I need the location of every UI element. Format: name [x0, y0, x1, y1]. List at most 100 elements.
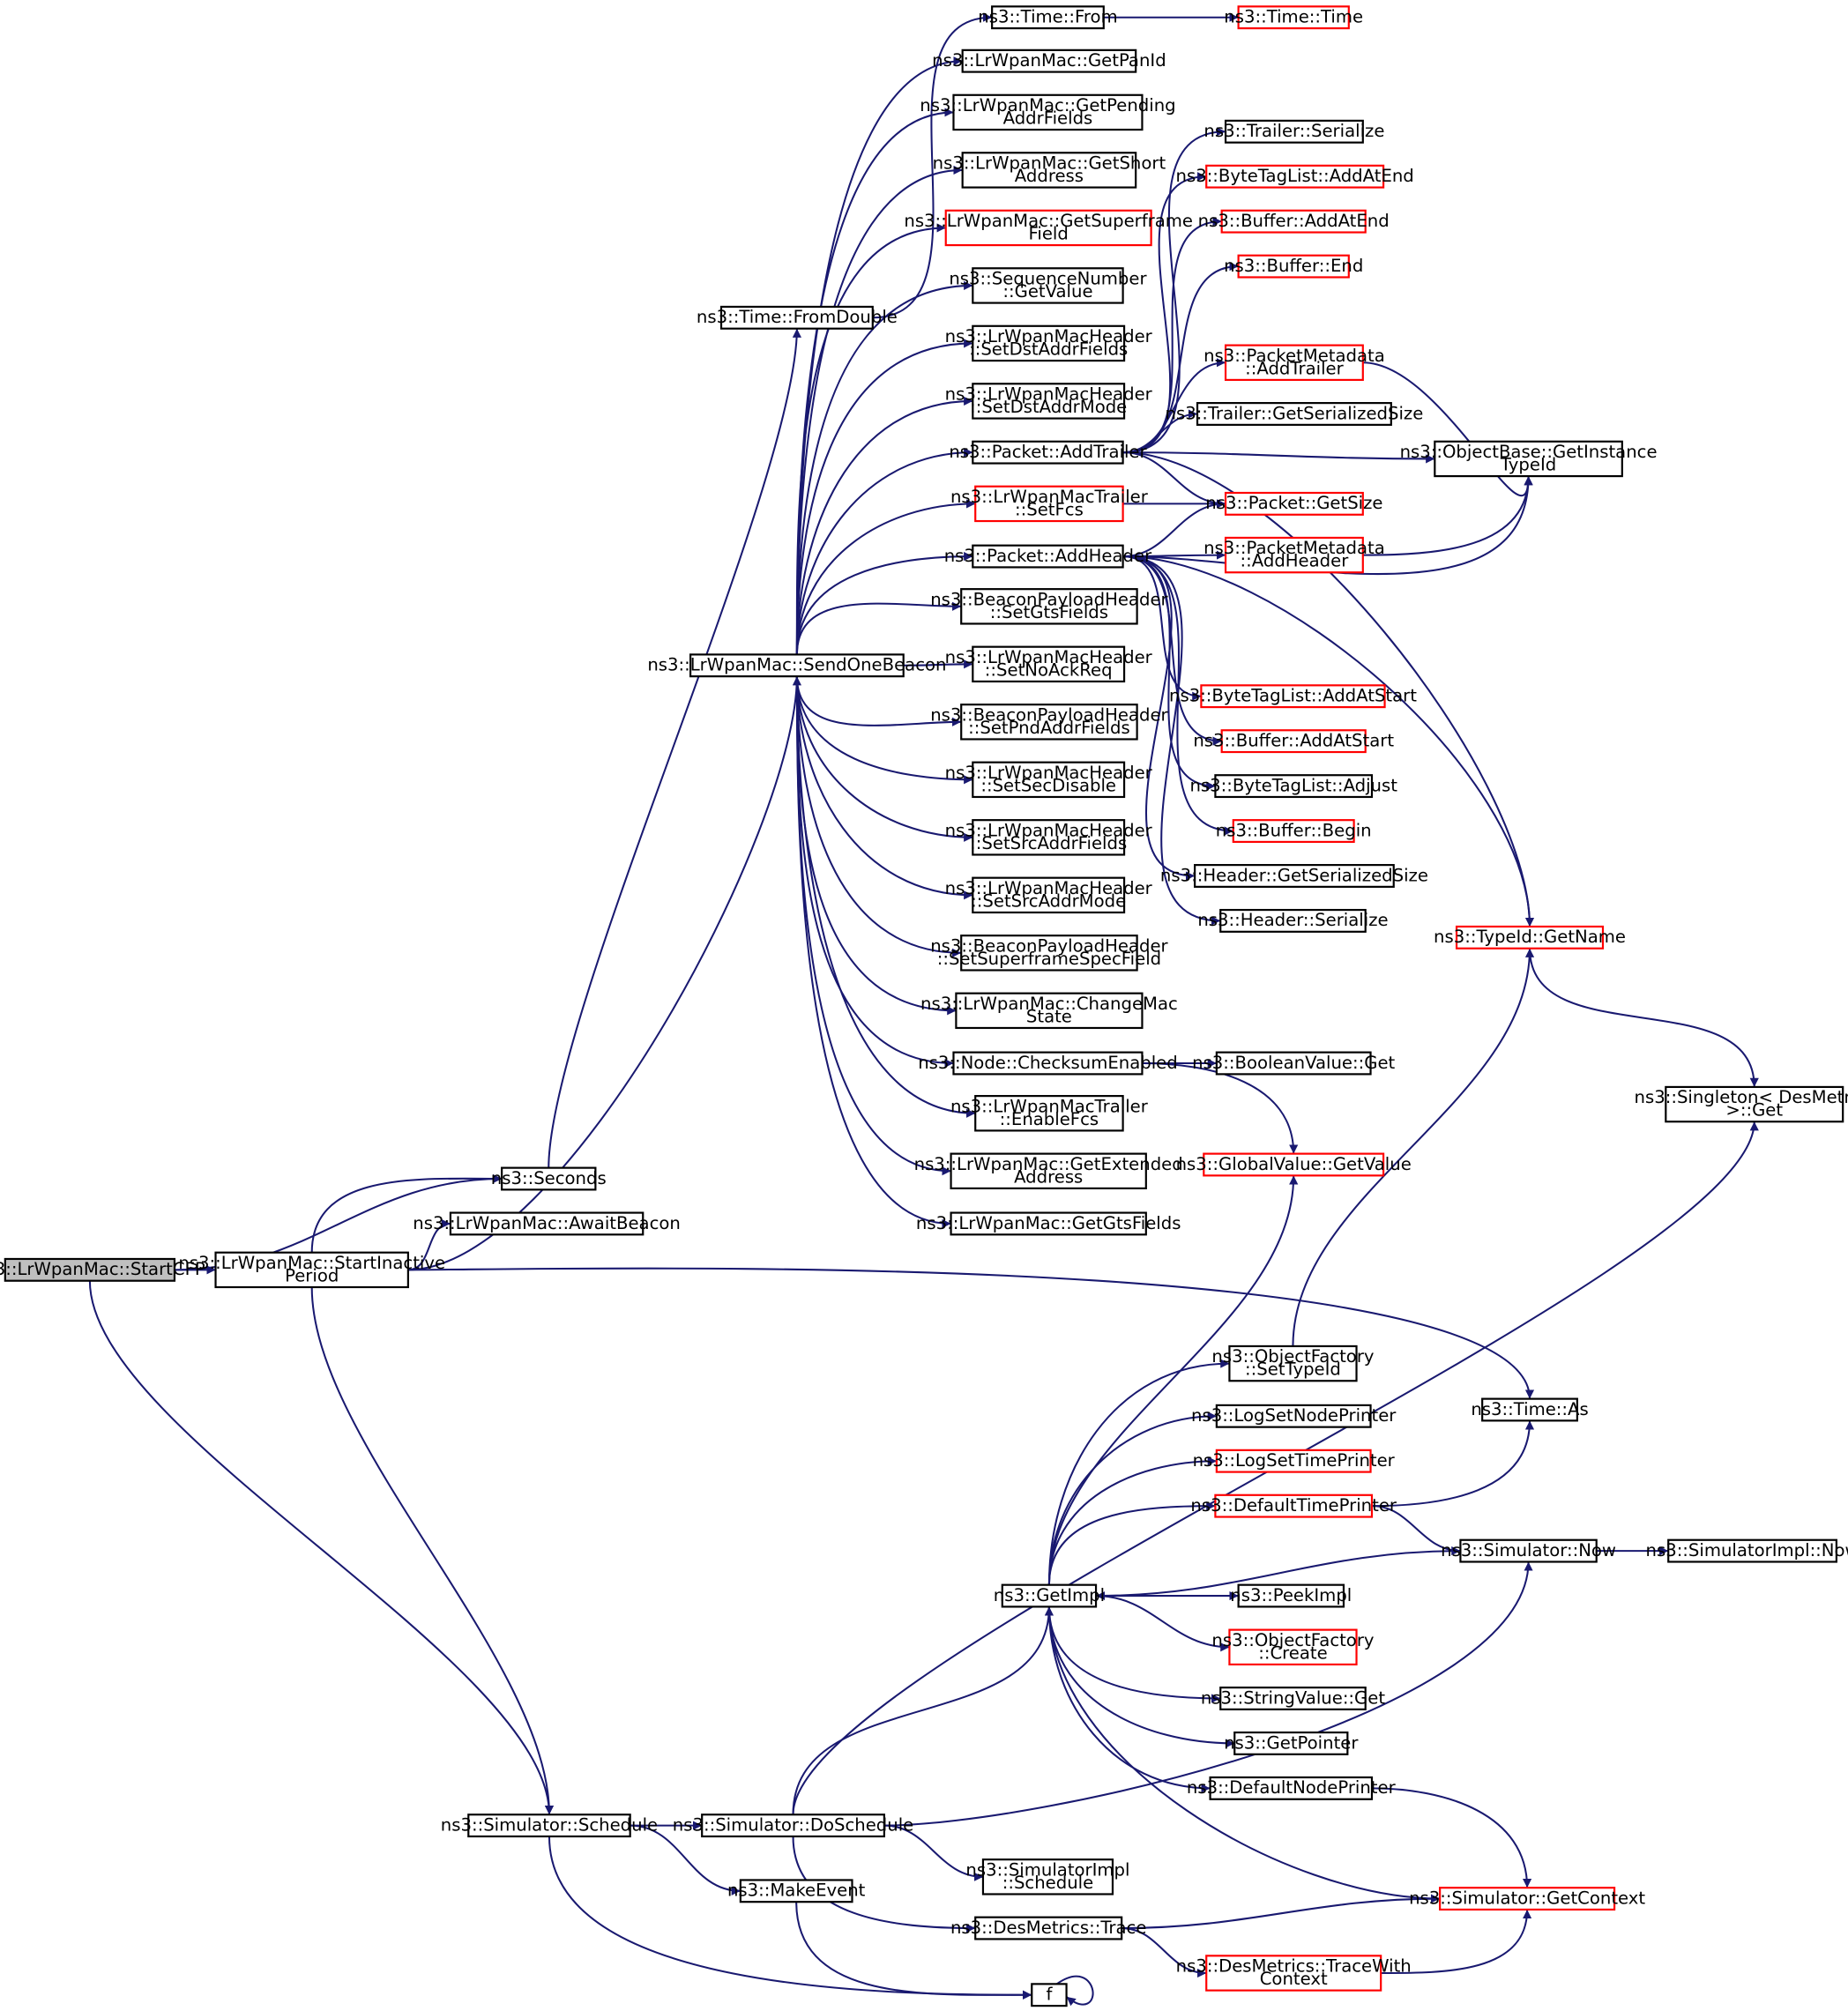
node-setdstaddrfields[interactable]: ns3::LrWpanMacHeader::SetDstAddrFields — [945, 324, 1153, 362]
node-seqgetvalue[interactable]: ns3::SequenceNumber::GetValue — [949, 267, 1147, 304]
node-typeidgetname[interactable]: ns3::TypeId::GetName — [1434, 925, 1626, 950]
node-objfactorysettypeid[interactable]: ns3::ObjectFactory::SetTypeId — [1211, 1344, 1375, 1382]
node-timeas[interactable]: ns3::Time::As — [1471, 1397, 1589, 1422]
node-fromdouble[interactable]: ns3::Time::FromDouble — [697, 305, 898, 330]
edge-checksumenabled-to-globalgetvalue — [1142, 1061, 1299, 1154]
node-box — [1237, 1583, 1345, 1608]
node-label: ns3::Trailer::Serialize — [1203, 121, 1384, 141]
node-label: ns3::LrWpanMacHeader — [945, 878, 1153, 898]
node-box — [1665, 1085, 1844, 1123]
node-bytetagaddatstart[interactable]: ns3::ByteTagList::AddAtStart — [1169, 684, 1417, 709]
node-box — [960, 935, 1138, 972]
edge-addtrailer-to-bufferend — [1122, 262, 1239, 454]
node-globalgetvalue[interactable]: ns3::GlobalValue::GetValue — [1176, 1152, 1412, 1177]
node-startcfp[interactable]: ns3::LrWpanMac::StartCFP — [0, 1257, 205, 1282]
node-seconds[interactable]: ns3::Seconds — [491, 1166, 607, 1191]
node-f[interactable]: f — [1031, 1983, 1068, 2007]
node-getpanid[interactable]: ns3::LrWpanMac::GetPanId — [932, 48, 1166, 73]
node-metaaddheader[interactable]: ns3::PacketMetadata::AddHeader — [1203, 536, 1385, 574]
node-addtrailer[interactable]: ns3::Packet::AddTrailer — [949, 440, 1147, 465]
node-box — [1455, 925, 1605, 950]
node-timetime[interactable]: ns3::Time::Time — [1224, 5, 1363, 30]
node-box — [955, 992, 1144, 1030]
node-defaulttimeprinter[interactable]: ns3::DefaultTimePrinter — [1190, 1493, 1397, 1518]
node-logsetnodeprinter[interactable]: ns3::LogSetNodePrinter — [1191, 1404, 1397, 1428]
node-bytetagaddatend[interactable]: ns3::ByteTagList::AddAtEnd — [1176, 164, 1414, 189]
node-simschedule[interactable]: ns3::Simulator::Schedule — [441, 1814, 658, 1838]
node-trailerserialize[interactable]: ns3::Trailer::Serialize — [1203, 119, 1384, 144]
node-box — [1224, 344, 1364, 382]
node-defaultnodeprinter[interactable]: ns3::DefaultNodePrinter — [1187, 1776, 1397, 1800]
node-headerserialize[interactable]: ns3::Header::Serialize — [1197, 908, 1389, 933]
edge-simdoschedule-to-simimplschedule — [883, 1824, 983, 1881]
node-bufferaddatend[interactable]: ns3::Buffer::AddAtEnd — [1198, 209, 1390, 234]
node-getpointer[interactable]: ns3::GetPointer — [1224, 1731, 1359, 1755]
node-box — [960, 704, 1138, 741]
node-bufferbegin[interactable]: ns3::Buffer::Begin — [1216, 819, 1372, 844]
node-objfactorycreate[interactable]: ns3::ObjectFactory::Create — [1211, 1628, 1375, 1666]
node-awaitbeacon[interactable]: ns3::LrWpanMac::AwaitBeacon — [413, 1211, 681, 1236]
node-setnoackreq[interactable]: ns3::LrWpanMacHeader::SetNoAckReq — [945, 645, 1153, 683]
node-addheader[interactable]: ns3::Packet::AddHeader — [944, 544, 1152, 569]
node-checksumenabled[interactable]: ns3::Node::ChecksumEnabled — [918, 1051, 1178, 1076]
node-setsecdisable[interactable]: ns3::LrWpanMacHeader::SetSecDisable — [945, 761, 1153, 799]
edge-seconds-to-fromdouble — [548, 328, 801, 1168]
node-getimpl[interactable]: ns3::GetImpl — [994, 1583, 1105, 1608]
node-makeevent[interactable]: ns3::MakeEvent — [727, 1879, 866, 1903]
node-sendonebeacon[interactable]: ns3::LrWpanMac::SendOneBeacon — [647, 653, 946, 678]
node-setfcs[interactable]: ns3::LrWpanMacTrailer::SetFcs — [950, 485, 1149, 523]
node-bytetagadjust[interactable]: ns3::ByteTagList::Adjust — [1189, 774, 1397, 799]
node-setpndaddrfields[interactable]: ns3::BeaconPayloadHeader::SetPndAddrFiel… — [930, 704, 1169, 741]
node-booleanget[interactable]: ns3::BooleanValue::Get — [1192, 1051, 1396, 1076]
node-packetgetsize[interactable]: ns3::Packet::GetSize — [1205, 491, 1383, 516]
edge-sendonebeacon-to-setsrcaddrfields — [795, 676, 973, 842]
node-label: ::AddTrailer — [1245, 358, 1344, 378]
edge-addtrailer-to-packetgetsize — [1122, 451, 1226, 509]
node-peekimpl[interactable]: ns3::PeekImpl — [1230, 1583, 1352, 1608]
node-bufferaddatstart[interactable]: ns3::Buffer::AddAtStart — [1193, 729, 1394, 754]
node-box — [501, 1166, 597, 1191]
node-box — [1214, 1493, 1374, 1518]
node-layer: ns3::LrWpanMac::StartCFPns3::LrWpanMac::… — [0, 5, 1848, 2007]
node-simgetcontext[interactable]: ns3::Simulator::GetContext — [1409, 1887, 1645, 1911]
node-setsuperframespec[interactable]: ns3::BeaconPayloadHeader::SetSuperframeS… — [930, 935, 1169, 972]
node-desmetricstrace[interactable]: ns3::DesMetrics::Trace — [950, 1916, 1146, 1940]
node-box — [1434, 440, 1623, 478]
edge-addtrailer-to-typeidgetname — [1122, 451, 1535, 927]
node-label: ns3::LrWpanMacHeader — [945, 384, 1153, 404]
node-trailergetsize[interactable]: ns3::Trailer::GetSerializedSize — [1166, 402, 1424, 426]
node-logsettimeprinter[interactable]: ns3::LogSetTimePrinter — [1193, 1449, 1396, 1473]
node-label: ns3::LrWpanMacHeader — [945, 763, 1153, 783]
node-box — [1237, 5, 1350, 30]
node-timefrom[interactable]: ns3::Time::From — [978, 5, 1118, 30]
node-box — [1203, 1152, 1385, 1177]
node-setdstaddrmode[interactable]: ns3::LrWpanMacHeader::SetDstAddrMode — [945, 383, 1153, 420]
node-stringvalueget[interactable]: ns3::StringValue::Get — [1201, 1687, 1385, 1710]
node-label: ns3::LrWpanMac::AwaitBeacon — [413, 1213, 681, 1233]
node-label: ns3::BeaconPayloadHeader — [930, 589, 1168, 609]
node-setgtsfields[interactable]: ns3::BeaconPayloadHeader::SetGtsFields — [930, 588, 1169, 625]
node-simimplschedule[interactable]: ns3::SimulatorImpl::Schedule — [965, 1858, 1129, 1896]
node-simdoschedule[interactable]: ns3::Simulator::DoSchedule — [673, 1814, 913, 1838]
node-setsrcaddrmode[interactable]: ns3::LrWpanMacHeader::SetSrcAddrMode — [945, 876, 1153, 914]
node-simnow[interactable]: ns3::Simulator::Now — [1441, 1538, 1616, 1563]
node-label: ns3::Header::GetSerializedSize — [1160, 865, 1428, 885]
edge-sendonebeacon-to-getsuperframe — [795, 223, 946, 655]
node-singletonget[interactable]: ns3::Singleton< DesMetrics>::Get — [1635, 1085, 1848, 1123]
node-getgtsfields[interactable]: ns3::LrWpanMac::GetGtsFields — [916, 1211, 1181, 1236]
node-metaaddtrailer[interactable]: ns3::PacketMetadata::AddTrailer — [1203, 344, 1385, 382]
node-headergetsize[interactable]: ns3::Header::GetSerializedSize — [1160, 864, 1428, 888]
node-bufferend[interactable]: ns3::Buffer::End — [1224, 254, 1363, 279]
node-box — [689, 653, 905, 678]
node-simimplnow[interactable]: ns3::SimulatorImpl::Now — [1646, 1538, 1848, 1563]
node-enablefcs[interactable]: ns3::LrWpanMacTrailer::EnableFcs — [950, 1095, 1149, 1132]
node-setsrcaddrfields[interactable]: ns3::LrWpanMacHeader::SetSrcAddrFields — [945, 819, 1153, 856]
